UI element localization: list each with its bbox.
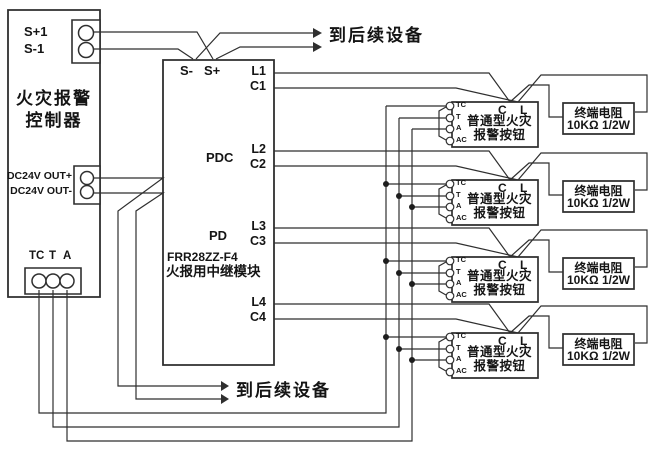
button2-name-line1: 普通型火灾 [466,192,532,206]
button1-pin-l: L [520,103,528,117]
label-ctrl-t: T [49,250,57,262]
button4-name-line1: 普通型火灾 [466,345,532,359]
button3-name-line2: 报警按钮 [473,283,526,297]
label-to-next-devices-bottom: 到后续设备 [236,381,331,400]
label-s-plus-1: S+1 [24,24,48,39]
controller-title-line2: 控制器 [25,111,83,130]
terminal-s-plus [79,26,94,41]
button1-name-line1: 普通型火灾 [466,114,532,128]
arrowhead-bottom-1 [221,381,229,391]
button1-name-line2: 报警按钮 [473,128,526,142]
module-name: 火报用中继模块 [166,264,261,279]
button1-pin-ac: AC [456,135,467,144]
button3-name-line1: 普通型火灾 [466,269,532,283]
wire-s-plus-to-module [94,32,213,59]
wire-loop-out-bottom [216,47,313,59]
module-pin-s-minus: S- [180,63,193,78]
module-pin-l1: L1 [251,64,266,78]
label-ctrl-tc: TC [29,250,45,262]
label-ctrl-a: A [63,250,72,262]
wire-dc-minus-out [94,193,221,399]
button2-pin-l: L [520,181,528,195]
controller-box [8,10,100,297]
resistor2-line1: 终端电阻 [574,184,623,198]
module-pin-s-plus: S+ [204,63,221,78]
button1-pin-a: A [456,123,462,132]
module-pin-l3: L3 [251,219,266,233]
resistor3-line2: 10KΩ 1/2W [567,273,630,287]
module-label-pdc: PDC [206,150,234,165]
button3-pin-ac: AC [456,290,467,299]
button4-pin-t: T [456,343,461,352]
terminal-a [60,274,74,288]
module-pin-c1: C1 [250,79,266,93]
module-pin-l4: L4 [251,295,266,309]
terminal-dc-plus [81,172,94,185]
label-to-next-devices-top: 到后续设备 [329,26,424,45]
button4-pin-l: L [520,334,528,348]
junction-dots [383,181,415,363]
button4-pin-c: C [498,334,507,348]
terminal-dc-minus [81,186,94,199]
resistor1-line2: 10KΩ 1/2W [567,118,630,132]
resistor4-line2: 10KΩ 1/2W [567,349,630,363]
resistor1-line1: 终端电阻 [574,106,623,120]
arrowhead-top-2 [313,42,322,52]
button4-pin-a: A [456,354,462,363]
terminal-tc [32,274,46,288]
button4-pin-tc: TC [456,331,466,340]
controller-title-line1: 火灾报警 [16,89,92,108]
button2-pin-c: C [498,181,507,195]
resistor2-line2: 10KΩ 1/2W [567,196,630,210]
wire-loop-out-top [196,33,313,59]
resistor3-line1: 终端电阻 [574,261,623,275]
label-dc24v-out-plus: DC24V OUT+ [6,170,72,182]
wire-s-minus-to-module [94,49,193,59]
button4-name-line2: 报警按钮 [473,359,526,373]
button1-pin-tc: TC [456,100,466,109]
button3-pin-t: T [456,267,461,276]
arrowhead-bottom-2 [221,394,229,404]
button3-pin-c: C [498,258,507,272]
module-pin-c2: C2 [250,157,266,171]
button2-pin-ac: AC [456,213,467,222]
terminal-t [46,274,60,288]
resistor4-line1: 终端电阻 [574,337,623,351]
module-model: FRR28ZZ-F4 [167,250,238,264]
arrowhead-top-1 [313,28,322,38]
button1-pin-c: C [498,103,507,117]
module-pin-c3: C3 [250,234,266,248]
module-pin-l2: L2 [251,142,266,156]
button4-pin-ac: AC [456,366,467,375]
button2-pin-t: T [456,190,461,199]
module-label-pd: PD [209,228,228,243]
button1-pin-t: T [456,112,461,121]
button3-pin-tc: TC [456,255,466,264]
button2-pin-a: A [456,201,462,210]
terminal-s-minus [79,43,94,58]
button2-name-line2: 报警按钮 [473,206,526,220]
button2-pin-tc: TC [456,178,466,187]
button3-pin-l: L [520,258,528,272]
module-pin-c4: C4 [250,310,266,324]
label-s-minus-1: S-1 [24,41,45,56]
button3-pin-a: A [456,278,462,287]
relay-module-box [163,60,274,365]
label-dc24v-out-minus: DC24V OUT- [10,185,72,197]
wire-dc-plus-out [94,178,221,386]
